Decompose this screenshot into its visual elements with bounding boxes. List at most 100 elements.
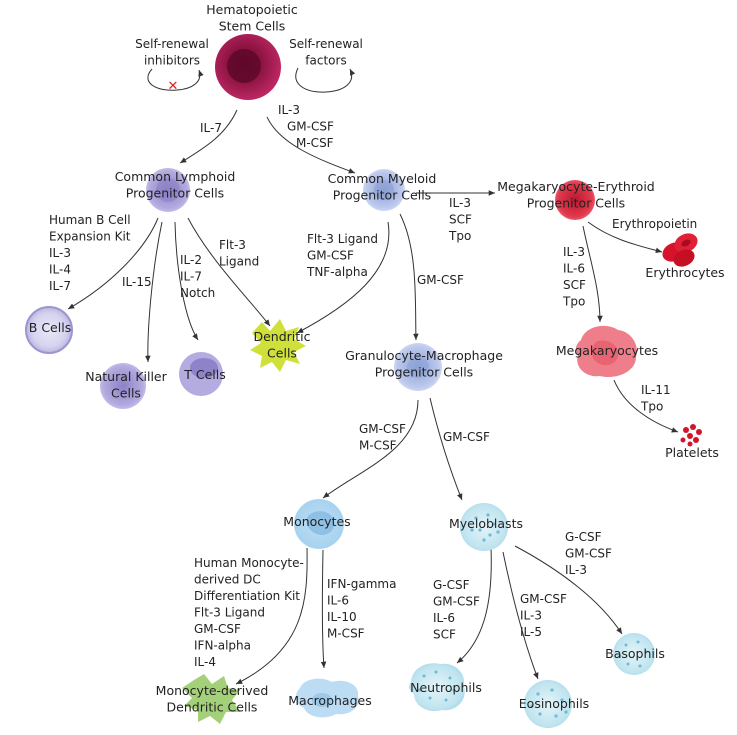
label-line: IL-6 bbox=[563, 262, 585, 276]
label-b-cells: B Cells bbox=[29, 320, 71, 335]
label-line: Tpo bbox=[640, 400, 663, 414]
factor-mep-to-ery: Erythropoietin bbox=[612, 217, 697, 231]
label-line: factors bbox=[305, 54, 346, 68]
label-line: GM-CSF bbox=[565, 547, 612, 561]
label-line: IL-3 bbox=[563, 245, 585, 259]
label-line: Dendritic bbox=[253, 329, 310, 344]
dendritic-cell-icon bbox=[250, 319, 306, 372]
label-line: GM-CSF bbox=[417, 273, 464, 287]
hsc-cell-icon bbox=[215, 34, 281, 100]
label-line: Expansion Kit bbox=[49, 230, 131, 244]
label-line: Myeloblasts bbox=[449, 516, 523, 531]
label-line: IL-11 bbox=[641, 383, 671, 397]
label-line: M-CSF bbox=[296, 136, 334, 150]
label-line: Natural Killer bbox=[85, 369, 167, 384]
arrow-gmp-to-myelo bbox=[429, 397, 463, 501]
label-line: Stem Cells bbox=[219, 19, 286, 34]
label-line: IL-4 bbox=[49, 263, 71, 277]
label-line: Self-renewal bbox=[135, 37, 209, 51]
label-line: derived DC bbox=[194, 573, 261, 587]
arrow-clp-to-b bbox=[67, 217, 159, 310]
myeloblast-icon bbox=[460, 503, 508, 551]
label-line: Tpo bbox=[448, 229, 471, 243]
label-eosinophils: Eosinophils bbox=[519, 696, 589, 711]
label-line: Megakaryocytes bbox=[556, 343, 658, 358]
label-line: IL-7 bbox=[49, 279, 71, 293]
factor-self-renewal-factors: Self-renewal factors bbox=[289, 37, 363, 68]
label-neutrophils: Neutrophils bbox=[410, 680, 482, 695]
label-line: IL-2 bbox=[180, 253, 202, 267]
label-line: Progenitor Cells bbox=[375, 365, 473, 380]
factor-hsc-to-clp: IL-7 bbox=[200, 121, 222, 135]
label-line: Progenitor Cells bbox=[126, 186, 224, 201]
erythrocyte-icon bbox=[662, 233, 698, 267]
factor-cmp-to-gmp: GM-CSF bbox=[417, 273, 464, 287]
label-line: Tpo bbox=[562, 295, 585, 309]
arrow-hsc-to-clp bbox=[179, 109, 238, 164]
label-line: GM-CSF bbox=[520, 592, 567, 606]
label-line: Flt-3 Ligand bbox=[307, 232, 378, 246]
label-line: TNF-alpha bbox=[306, 265, 368, 279]
self-renewal-inhibitor-loop: ✕ bbox=[147, 68, 204, 94]
label-line: GM-CSF bbox=[287, 120, 334, 134]
label-line: B Cells bbox=[29, 320, 71, 335]
arrow-mono-to-macro bbox=[320, 549, 327, 669]
label-line: Human B Cell bbox=[49, 213, 131, 227]
arrow-clp-to-nk bbox=[145, 221, 163, 363]
arrow-mep-to-ery bbox=[587, 221, 663, 254]
cmp-cell-icon bbox=[363, 169, 405, 211]
mep-cell-icon bbox=[555, 180, 595, 220]
monocyte-icon bbox=[294, 499, 344, 549]
label-line: IL-3 bbox=[278, 103, 300, 117]
arrow-mep-to-mk bbox=[582, 225, 603, 323]
label-line: IL-3 bbox=[449, 196, 471, 210]
label-line: IL-7 bbox=[200, 121, 222, 135]
label-line: Monocytes bbox=[283, 514, 350, 529]
label-line: T Cells bbox=[183, 367, 226, 382]
label-line: Progenitor Cells bbox=[527, 196, 625, 211]
label-line: GM-CSF bbox=[194, 622, 241, 636]
label-line: G-CSF bbox=[565, 530, 602, 544]
label-line: GM-CSF bbox=[433, 595, 480, 609]
label-line: IFN-gamma bbox=[327, 577, 396, 591]
inhibitor-x-mark: ✕ bbox=[168, 79, 179, 94]
label-line: Notch bbox=[180, 286, 215, 300]
label-line: IL-15 bbox=[122, 275, 152, 289]
label-myeloblasts: Myeloblasts bbox=[449, 516, 523, 531]
label-line: IL-3 bbox=[49, 246, 71, 260]
label-line: Erythropoietin bbox=[612, 217, 697, 231]
label-line: Flt-3 Ligand bbox=[194, 606, 265, 620]
label-line: Self-renewal bbox=[289, 37, 363, 51]
label-line: Megakaryocyte-Erythroid bbox=[497, 179, 654, 194]
label-line: Cells bbox=[111, 386, 141, 401]
label-line: SCF bbox=[449, 213, 472, 227]
label-line: GM-CSF bbox=[443, 430, 490, 444]
label-line: Human Monocyte- bbox=[194, 556, 304, 570]
label-line: IL-3 bbox=[520, 609, 542, 623]
arrow-myelo-to-eos bbox=[502, 551, 539, 680]
label-line: Hematopoietic bbox=[206, 2, 298, 17]
arrow-cmp-to-gmp bbox=[399, 213, 419, 341]
label-line: Erythrocytes bbox=[645, 265, 724, 280]
arrow-myelo-to-neutro bbox=[456, 547, 492, 664]
label-line: IL-5 bbox=[520, 625, 542, 639]
label-line: Flt-3 bbox=[219, 238, 246, 252]
label-monocytes: Monocytes bbox=[283, 514, 350, 529]
label-basophils: Basophils bbox=[605, 646, 665, 661]
